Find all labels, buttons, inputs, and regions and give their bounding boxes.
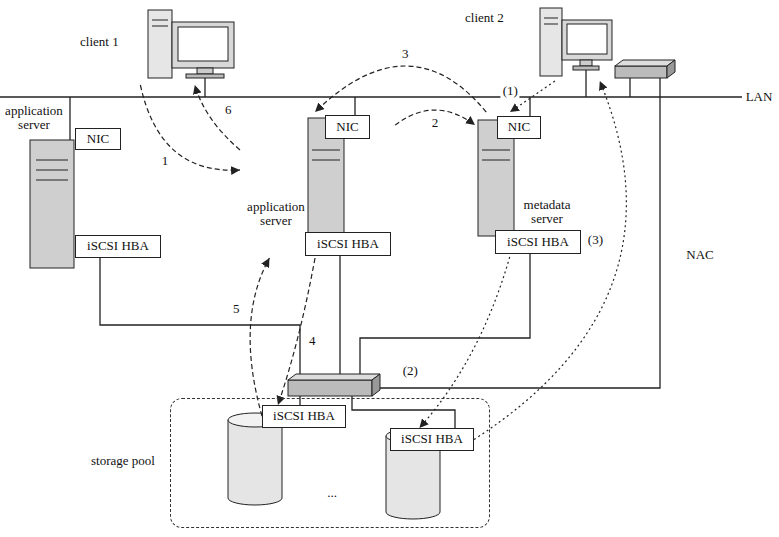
interface-box: NIC [325,115,370,139]
interface-label: iSCSI HBA [87,239,149,253]
network-label: LAN [744,90,775,104]
node-label: metadata server [515,198,579,226]
client-computer: client 1 [78,5,238,85]
server-node: application server NIC iSCSI HBA [240,112,395,258]
interface-label: NIC [508,120,530,134]
server-node: metadata server NIC iSCSI HBA [475,112,587,257]
interface-box: NIC [497,116,541,139]
data-flow-arrow [278,258,315,405]
data-flow-arrow [195,85,240,150]
interface-label: iSCSI HBA [317,237,379,251]
step-number: 3 [400,47,411,61]
node-label: application server [245,200,307,228]
data-flow-arrow [315,66,486,112]
step-number: 1 [160,154,171,168]
interface-label: NIC [87,132,109,146]
step-number: 5 [231,302,242,316]
data-flow-arrow [474,81,626,440]
ellipsis: ... [325,486,339,500]
data-flow-arrow [250,258,269,416]
step-number: (3) [586,233,605,247]
data-flow-arrow [419,257,509,428]
step-number: (1) [501,84,520,98]
step-number: 6 [223,103,234,117]
interface-box: iSCSI HBA [305,232,391,256]
server-node: application serverNIC iSCSI HBA [2,104,167,262]
storage-pool: storage pool iSCSI HBA iSCSI HBA [78,398,490,530]
interface-box: iSCSI HBA [390,428,474,451]
node-label: storage pool [80,454,166,468]
interface-label: iSCSI HBA [507,235,569,249]
data-flow-arrow [140,85,240,170]
interface-label: iSCSI HBA [273,409,335,423]
interface-box: NIC [75,128,121,150]
interface-box: iSCSI HBA [262,405,346,428]
interface-box: iSCSI HBA [495,230,581,254]
client-computer: client 2 [463,3,615,81]
step-number: 4 [307,334,318,348]
interface-label: iSCSI HBA [401,432,463,446]
network-label: NAC [684,248,715,262]
step-number: 2 [430,116,441,130]
step-number: (2) [401,364,420,378]
interface-label: NIC [336,120,358,134]
node-label: client 1 [80,35,140,49]
node-label: client 2 [465,11,535,25]
interface-box: iSCSI HBA [75,235,161,258]
node-label: application server [2,104,66,132]
